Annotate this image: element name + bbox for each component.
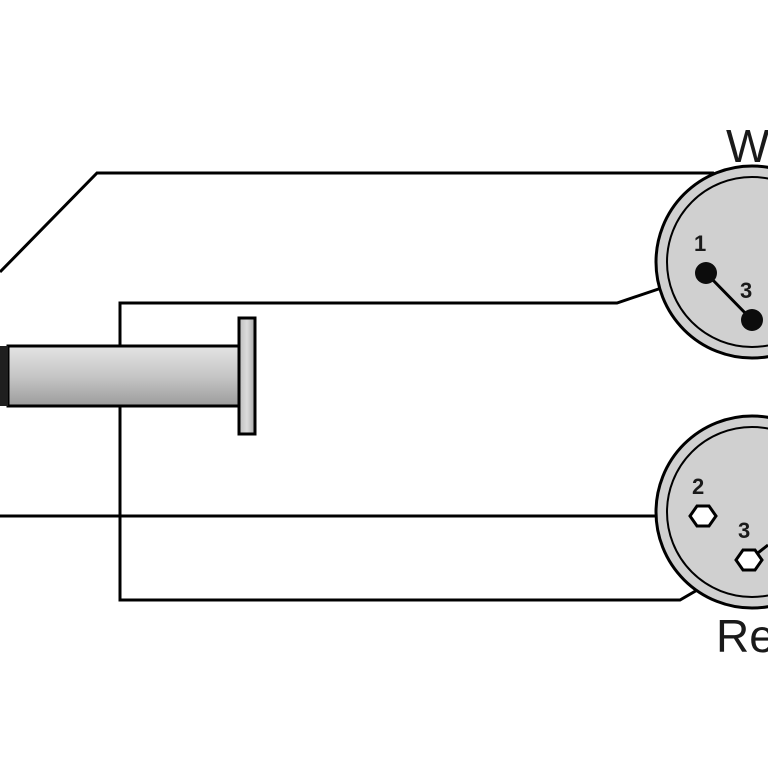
connector-top-label: W <box>726 120 768 172</box>
plug <box>0 316 257 436</box>
connector-top-inner-ring <box>666 176 768 348</box>
plug-barrel <box>6 344 242 408</box>
connector-bottom-pin-2 <box>688 504 718 528</box>
connector-bottom-pin-2-label: 2 <box>692 474 704 499</box>
connector-top-pin-1-label: 1 <box>694 231 706 256</box>
connector-bottom: 2 3 <box>654 414 768 610</box>
connector-top-pin-3 <box>741 309 763 331</box>
connector-top: 1 3 <box>654 164 768 360</box>
connector-top-pin-3-label: 3 <box>740 278 752 303</box>
connector-bottom-pin-3 <box>734 548 764 572</box>
wire-plug-to-top-pin1 <box>118 271 707 348</box>
connector-top-pin-1 <box>695 262 717 284</box>
connector-bottom-label: Re <box>716 610 768 662</box>
connector-bottom-pin-3-label: 3 <box>738 518 750 543</box>
wire-outer-top <box>0 171 768 274</box>
plug-flange <box>237 316 257 436</box>
plug-tip-band <box>0 346 8 406</box>
wire-plug-to-bottom-pin3 <box>118 405 750 602</box>
